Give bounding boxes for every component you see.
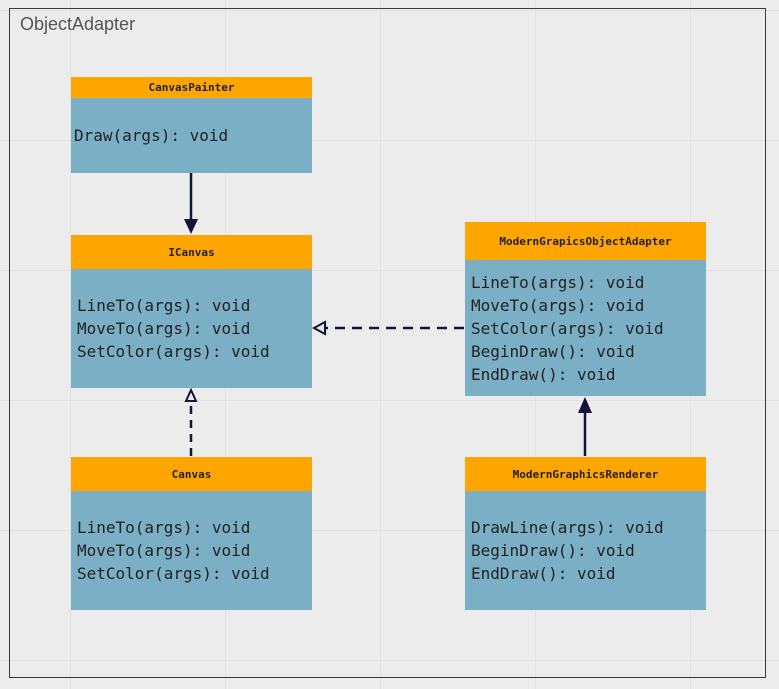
class-canvas[interactable]: Canvas LineTo(args): void MoveTo(args): … <box>71 457 312 610</box>
class-body: LineTo(args): void MoveTo(args): void Se… <box>71 269 312 388</box>
class-modern-graphics-renderer[interactable]: ModernGraphicsRenderer DrawLine(args): v… <box>465 457 706 610</box>
class-modern-graphics-object-adapter[interactable]: ModernGrapicsObjectAdapter LineTo(args):… <box>465 222 706 396</box>
association-arrow[interactable] <box>578 397 592 456</box>
class-name: CanvasPainter <box>71 77 312 98</box>
class-body: LineTo(args): void MoveTo(args): void Se… <box>465 260 706 396</box>
class-body: LineTo(args): void MoveTo(args): void Se… <box>71 491 312 610</box>
operation: SetColor(args): void <box>77 564 270 583</box>
class-name: ModernGraphicsRenderer <box>465 457 706 491</box>
operation: MoveTo(args): void <box>77 541 251 560</box>
operation: SetColor(args): void <box>77 342 270 361</box>
operation: Draw(args): void <box>74 126 229 145</box>
operation: LineTo(args): void <box>471 272 645 292</box>
frame-title: ObjectAdapter <box>20 14 136 34</box>
class-name: ModernGrapicsObjectAdapter <box>465 222 706 260</box>
operation: BeginDraw(): void <box>471 541 635 560</box>
operation: LineTo(args): void <box>77 296 251 315</box>
class-canvas-painter[interactable]: CanvasPainter Draw(args): void <box>71 77 312 173</box>
operation: EndDraw(): void <box>471 564 616 583</box>
class-name: Canvas <box>71 457 312 491</box>
diagram-frame <box>9 8 766 678</box>
operation: LineTo(args): void <box>77 518 251 537</box>
class-body: DrawLine(args): void BeginDraw(): void E… <box>465 491 706 610</box>
operation: DrawLine(args): void <box>471 518 664 537</box>
operation: EndDraw(): void <box>471 364 616 384</box>
operation: MoveTo(args): void <box>471 295 645 315</box>
realization-arrow[interactable] <box>184 387 198 456</box>
operation: MoveTo(args): void <box>77 319 251 338</box>
operation: SetColor(args): void <box>471 318 664 338</box>
class-body: Draw(args): void <box>71 98 312 173</box>
realization-arrow[interactable] <box>311 320 464 336</box>
association-arrow[interactable] <box>184 173 198 234</box>
operation: BeginDraw(): void <box>471 341 635 361</box>
class-icanvas[interactable]: ICanvas LineTo(args): void MoveTo(args):… <box>71 235 312 388</box>
class-name: ICanvas <box>71 235 312 269</box>
